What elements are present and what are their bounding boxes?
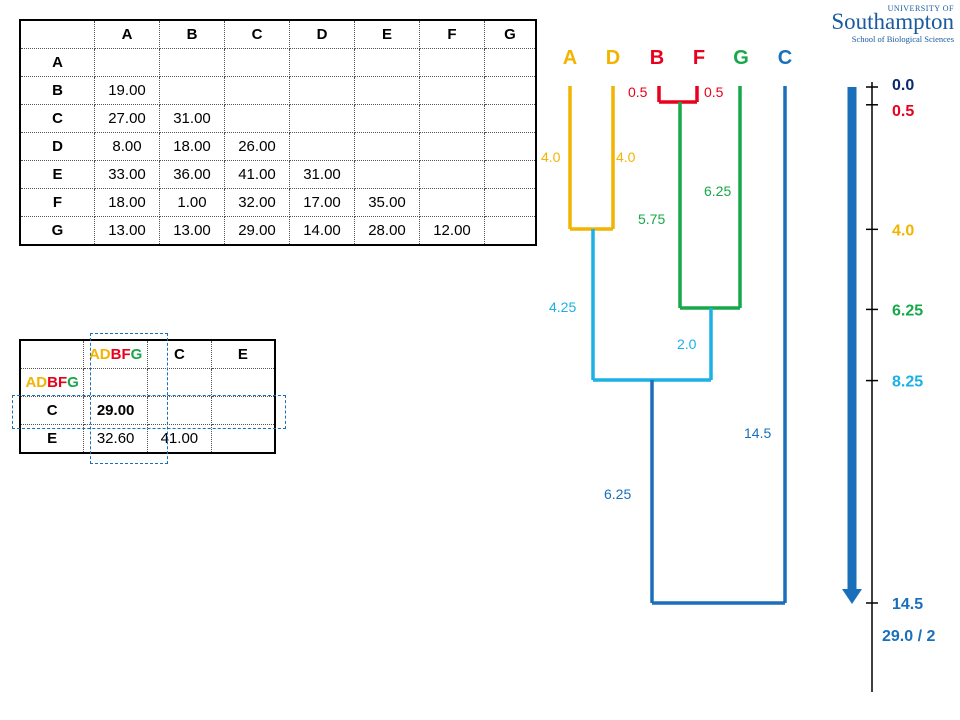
empty-cell <box>484 188 537 217</box>
branch-label-bfg: 2.0 <box>677 336 697 352</box>
distance-cell: 19.00 <box>94 76 160 105</box>
branch-label-adbfg: 6.25 <box>604 486 631 502</box>
highlight-column-box <box>90 333 168 464</box>
scale-note: 29.0 / 2 <box>882 628 935 645</box>
branch-label-a: 4.0 <box>541 149 561 165</box>
leaf-label-g: G <box>733 47 749 69</box>
empty-cell <box>94 48 160 77</box>
distance-cell: 35.00 <box>354 188 420 217</box>
corner-cell <box>19 339 85 369</box>
distance-cell: 14.00 <box>289 216 355 246</box>
branch-label-g: 6.25 <box>704 183 731 199</box>
row-label-g: G <box>19 216 95 246</box>
scale-tick-label: 6.25 <box>892 302 923 319</box>
distance-cell: 31.00 <box>159 104 225 133</box>
empty-cell <box>159 76 225 105</box>
scale-tick-label: 14.5 <box>892 596 923 613</box>
distance-cell: 32.00 <box>224 188 290 217</box>
empty-cell <box>484 160 537 189</box>
scale-tick-label: 0.5 <box>892 103 914 120</box>
branch-label-b: 0.5 <box>628 84 648 100</box>
distance-cell: 1.00 <box>159 188 225 217</box>
empty-cell <box>419 188 485 217</box>
distance-cell: 18.00 <box>94 188 160 217</box>
row-label-f: F <box>19 188 95 217</box>
distance-cell: 41.00 <box>224 160 290 189</box>
empty-cell <box>354 104 420 133</box>
scale-tick-label: 0.0 <box>892 77 914 94</box>
branch-label-bf: 5.75 <box>638 211 665 227</box>
distance-cell: 18.00 <box>159 132 225 161</box>
distance-cell: 26.00 <box>224 132 290 161</box>
branch-label-d: 4.0 <box>616 149 636 165</box>
branch-label-ad: 4.25 <box>549 299 576 315</box>
distance-cell: 28.00 <box>354 216 420 246</box>
scale-tick-label: 4.0 <box>892 222 914 239</box>
empty-cell <box>147 368 212 397</box>
leaf-label-a: A <box>563 47 577 69</box>
highlight-row-box <box>12 395 286 429</box>
empty-cell <box>484 48 537 77</box>
university-logo: UNIVERSITY OF Southampton School of Biol… <box>831 4 954 44</box>
column-header-g: G <box>484 19 537 49</box>
distance-cell: 33.00 <box>94 160 160 189</box>
row-label-b: B <box>19 76 95 105</box>
distance-cell: 13.00 <box>159 216 225 246</box>
distance-cell: 29.00 <box>224 216 290 246</box>
empty-cell <box>484 132 537 161</box>
empty-cell <box>289 132 355 161</box>
column-header-f: F <box>419 19 485 49</box>
empty-cell <box>224 104 290 133</box>
min-distance-cell: 29.00 <box>83 396 148 425</box>
empty-cell <box>210 396 276 425</box>
empty-cell <box>484 216 537 246</box>
distance-cell: 27.00 <box>94 104 160 133</box>
cluster-header: ADBFG <box>83 339 148 369</box>
leaf-label-d: D <box>606 47 620 69</box>
scale-tick-label: 8.25 <box>892 374 923 391</box>
empty-cell <box>289 48 355 77</box>
scale-arrow-head <box>842 589 862 604</box>
row-label-e: E <box>19 160 95 189</box>
column-header-e: E <box>354 19 420 49</box>
row-label-d: D <box>19 132 95 161</box>
leaf-label-b: B <box>650 47 664 69</box>
distance-cell: 31.00 <box>289 160 355 189</box>
branch-label-f: 0.5 <box>704 84 724 100</box>
row-label-c: C <box>19 396 85 425</box>
branch-label-c: 14.5 <box>744 425 771 441</box>
leaf-label-f: F <box>693 47 705 69</box>
table-row: A <box>19 48 537 77</box>
distance-cell: 12.00 <box>419 216 485 246</box>
column-header-c: C <box>224 19 290 49</box>
cluster-row-label: ADBFG <box>19 368 85 397</box>
leaf-label-c: C <box>778 47 792 69</box>
distance-cell: 13.00 <box>94 216 160 246</box>
